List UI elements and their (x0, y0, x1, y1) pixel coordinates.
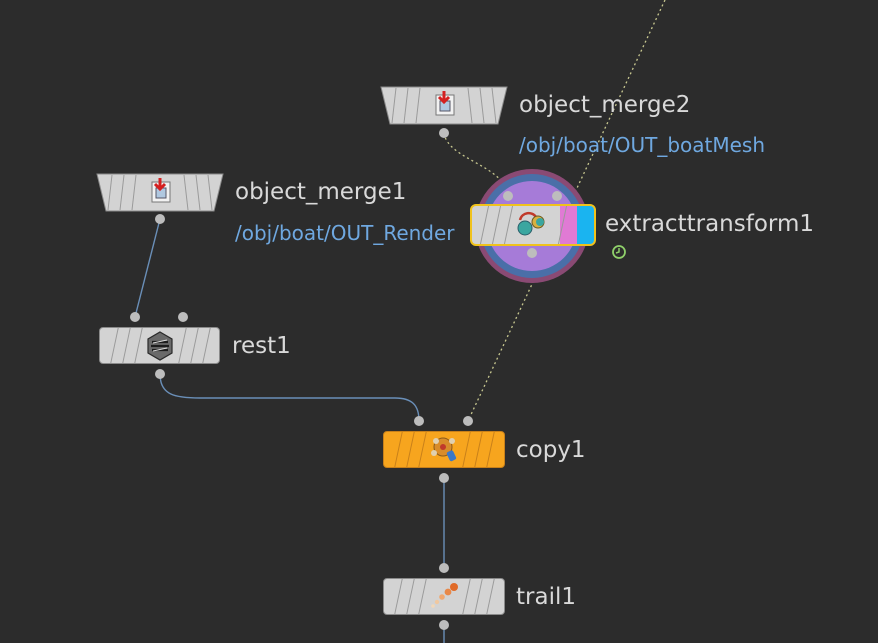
wire-rest1-to-copy1 (159, 373, 420, 422)
extracttransform1-output-port[interactable] (527, 248, 537, 258)
copy1-label: copy1 (516, 437, 586, 463)
object-merge2-label: object_merge2 (519, 92, 691, 118)
rest1-input-port-2[interactable] (178, 312, 188, 322)
object-merge-icon (151, 178, 171, 203)
extracttransform1-input-port-1[interactable] (503, 191, 513, 201)
copy1-output-port[interactable] (439, 473, 449, 483)
copy1-input-port-2[interactable] (463, 416, 473, 426)
object-merge2-output-port[interactable] (439, 128, 449, 138)
rest1-label: rest1 (232, 333, 291, 359)
trail1-label: trail1 (516, 584, 576, 610)
object-merge1-output-port[interactable] (155, 214, 165, 224)
trail-icon (431, 583, 458, 608)
extracttransform1-body[interactable] (470, 204, 596, 246)
time-dependent-clock-icon (612, 245, 626, 259)
copy1-input-port-1[interactable] (414, 416, 424, 426)
rest-position-icon (147, 331, 173, 361)
extract-transform-icon (517, 211, 545, 236)
object-merge-icon (435, 91, 455, 116)
object-merge1-path[interactable]: /obj/boat/OUT_Render (235, 221, 455, 245)
rest1-input-port-1[interactable] (130, 312, 140, 322)
wire-object-merge2-to-extracttransform1 (443, 132, 509, 197)
trail1-output-port[interactable] (439, 620, 449, 630)
rest1-output-port[interactable] (155, 369, 165, 379)
extracttransform1-input-port-2[interactable] (552, 191, 562, 201)
trail1-input-port[interactable] (439, 563, 449, 573)
copy-stamp-icon (431, 437, 457, 462)
object-merge2-path[interactable]: /obj/boat/OUT_boatMesh (519, 133, 766, 157)
extracttransform1-label: extracttransform1 (605, 211, 814, 237)
wire-object-merge1-to-rest1 (134, 218, 161, 318)
object-merge1-label: object_merge1 (235, 179, 407, 205)
